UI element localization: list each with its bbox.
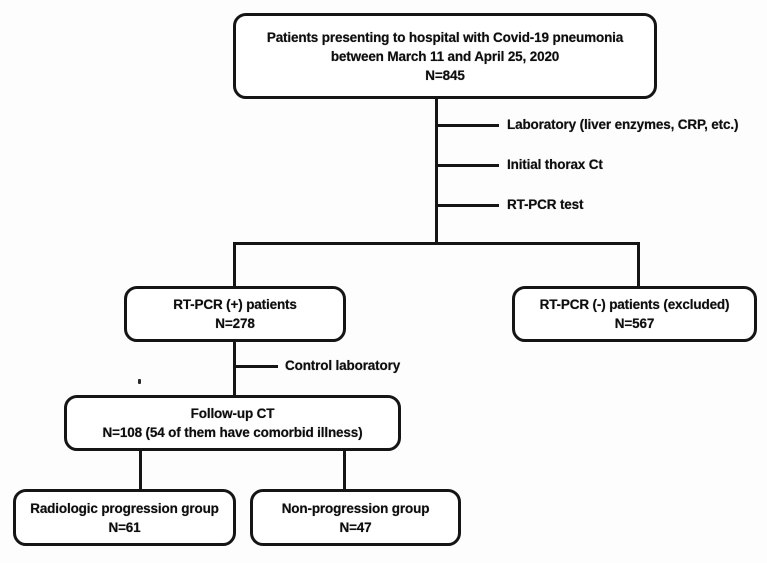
branch-label-initial-thorax-ct: Initial thorax Ct	[507, 157, 603, 172]
box-patients-line2: between March 11 and April 25, 2020	[330, 48, 560, 64]
box-rtpcr-positive-line1: RT-PCR (+) patients	[173, 297, 297, 312]
box-patients-line3: N=845	[425, 67, 465, 83]
box-radiologic-progression-line1: Radiologic progression group	[30, 500, 219, 516]
connector-branch-initial-thorax-ct	[437, 164, 499, 167]
connector-branch-control-laboratory	[235, 365, 278, 368]
box-rtpcr-positive-line2: N=278	[215, 316, 255, 331]
branch-label-control-laboratory: Control laboratory	[285, 358, 401, 373]
branch-label-laboratory: Laboratory (liver enzymes, CRP, etc.)	[507, 117, 739, 132]
box-radiologic-progression-line2: N=61	[108, 519, 141, 535]
box-non-progression: Non-progression group N=47	[250, 489, 461, 546]
connector-branch-laboratory	[437, 124, 499, 127]
box-radiologic-progression: Radiologic progression group N=61	[13, 489, 236, 546]
connector-drop-radiologic	[139, 450, 142, 491]
box-rtpcr-negative-line2: N=567	[614, 316, 655, 331]
connector-split-horizontal	[233, 242, 640, 245]
box-patients-presenting: Patients presenting to hospital with Cov…	[233, 13, 657, 99]
stray-mark	[138, 379, 141, 384]
connector-stem-followup	[233, 341, 236, 397]
box-rtpcr-positive: RT-PCR (+) patients N=278	[124, 286, 346, 342]
box-followup-ct-line2: N=108 (54 of them have comorbid illness)	[102, 425, 363, 440]
box-rtpcr-negative-line1: RT-PCR (-) patients (excluded)	[539, 297, 730, 312]
connector-branch-rt-pcr-test	[437, 204, 499, 207]
branch-label-rt-pcr-test: RT-PCR test	[507, 197, 584, 212]
connector-drop-rtpcr-positive	[233, 242, 236, 288]
box-non-progression-line2: N=47	[339, 519, 372, 535]
box-patients-line1: Patients presenting to hospital with Cov…	[266, 29, 624, 45]
box-followup-ct-line1: Follow-up CT	[190, 406, 275, 421]
box-non-progression-line1: Non-progression group	[281, 500, 430, 516]
connector-drop-rtpcr-negative	[637, 242, 640, 288]
connector-drop-nonprogression	[343, 450, 346, 491]
box-followup-ct: Follow-up CT N=108 (54 of them have como…	[64, 395, 401, 451]
connector-stem-top	[435, 98, 438, 245]
box-rtpcr-negative: RT-PCR (-) patients (excluded) N=567	[512, 286, 757, 342]
